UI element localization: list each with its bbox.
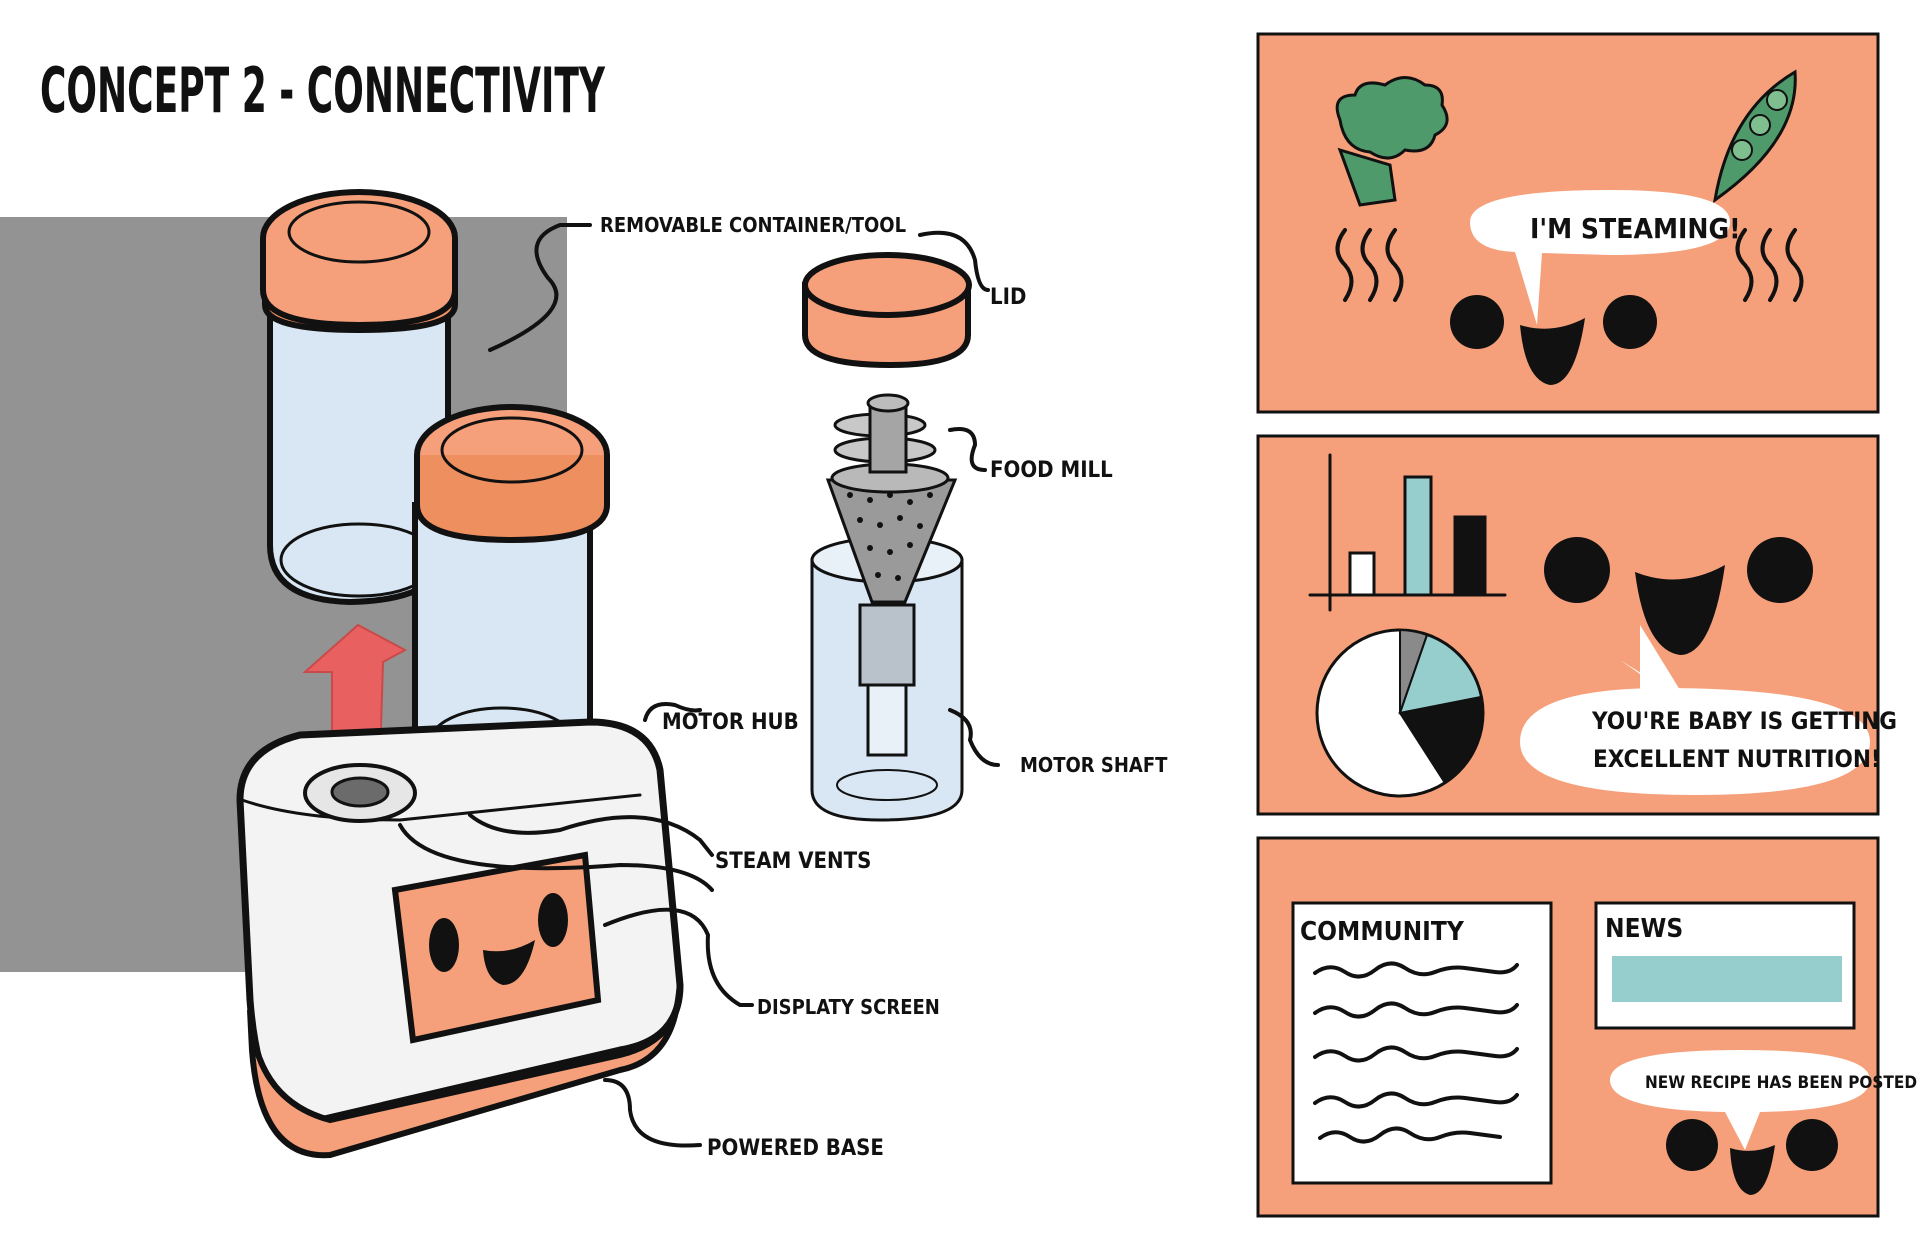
panel-steaming: I'M STEAMING! xyxy=(1256,32,1880,414)
label-motor-shaft: MOTOR SHAFT xyxy=(1020,753,1168,777)
community-title: COMMUNITY xyxy=(1300,917,1465,947)
lid-illustration xyxy=(802,252,972,369)
bar-chart-icon xyxy=(1308,453,1507,612)
bubble-recipe: NEW RECIPE HAS BEEN POSTED xyxy=(1645,1073,1917,1093)
powered-base-illustration xyxy=(236,718,684,1159)
peapod-icon xyxy=(1712,69,1797,204)
broccoli-icon xyxy=(1335,76,1449,207)
community-text-lines xyxy=(1313,961,1519,1144)
bubble-nutrition-line1: YOU'RE BABY IS GETTING xyxy=(1591,707,1897,735)
news-title: NEWS xyxy=(1605,914,1683,944)
label-steam-vents: STEAM VENTS xyxy=(715,849,871,874)
mounted-container-illustration xyxy=(412,404,610,787)
bubble-nutrition-line2: EXCELLENT NUTRITION! xyxy=(1593,745,1881,773)
label-display-screen: DISPLATY SCREEN xyxy=(757,995,940,1019)
panel-nutrition: YOU'RE BABY IS GETTING EXCELLENT NUTRITI… xyxy=(1256,434,1897,816)
label-powered-base: POWERED BASE xyxy=(707,1136,884,1161)
page-title: CONCEPT 2 - CONNECTIVITY xyxy=(40,54,606,127)
callout-lines xyxy=(398,223,1000,1148)
news-bar xyxy=(1612,956,1842,1002)
label-lid: LID xyxy=(990,285,1026,310)
label-motor-hub: MOTOR HUB xyxy=(662,710,799,735)
bubble-steaming: I'M STEAMING! xyxy=(1530,212,1741,245)
label-food-mill: FOOD MILL xyxy=(990,458,1113,483)
removable-container-illustration xyxy=(260,189,458,606)
steam-icon xyxy=(1335,228,1804,302)
panel-community: COMMUNITY NEWS NEW RECIPE HAS BEEN POSTE… xyxy=(1256,836,1917,1218)
label-removable-container: REMOVABLE CONTAINER/TOOL xyxy=(600,213,906,237)
pie-chart-icon xyxy=(1315,628,1485,798)
food-mill-illustration xyxy=(810,393,964,822)
community-card xyxy=(1291,901,1553,1185)
